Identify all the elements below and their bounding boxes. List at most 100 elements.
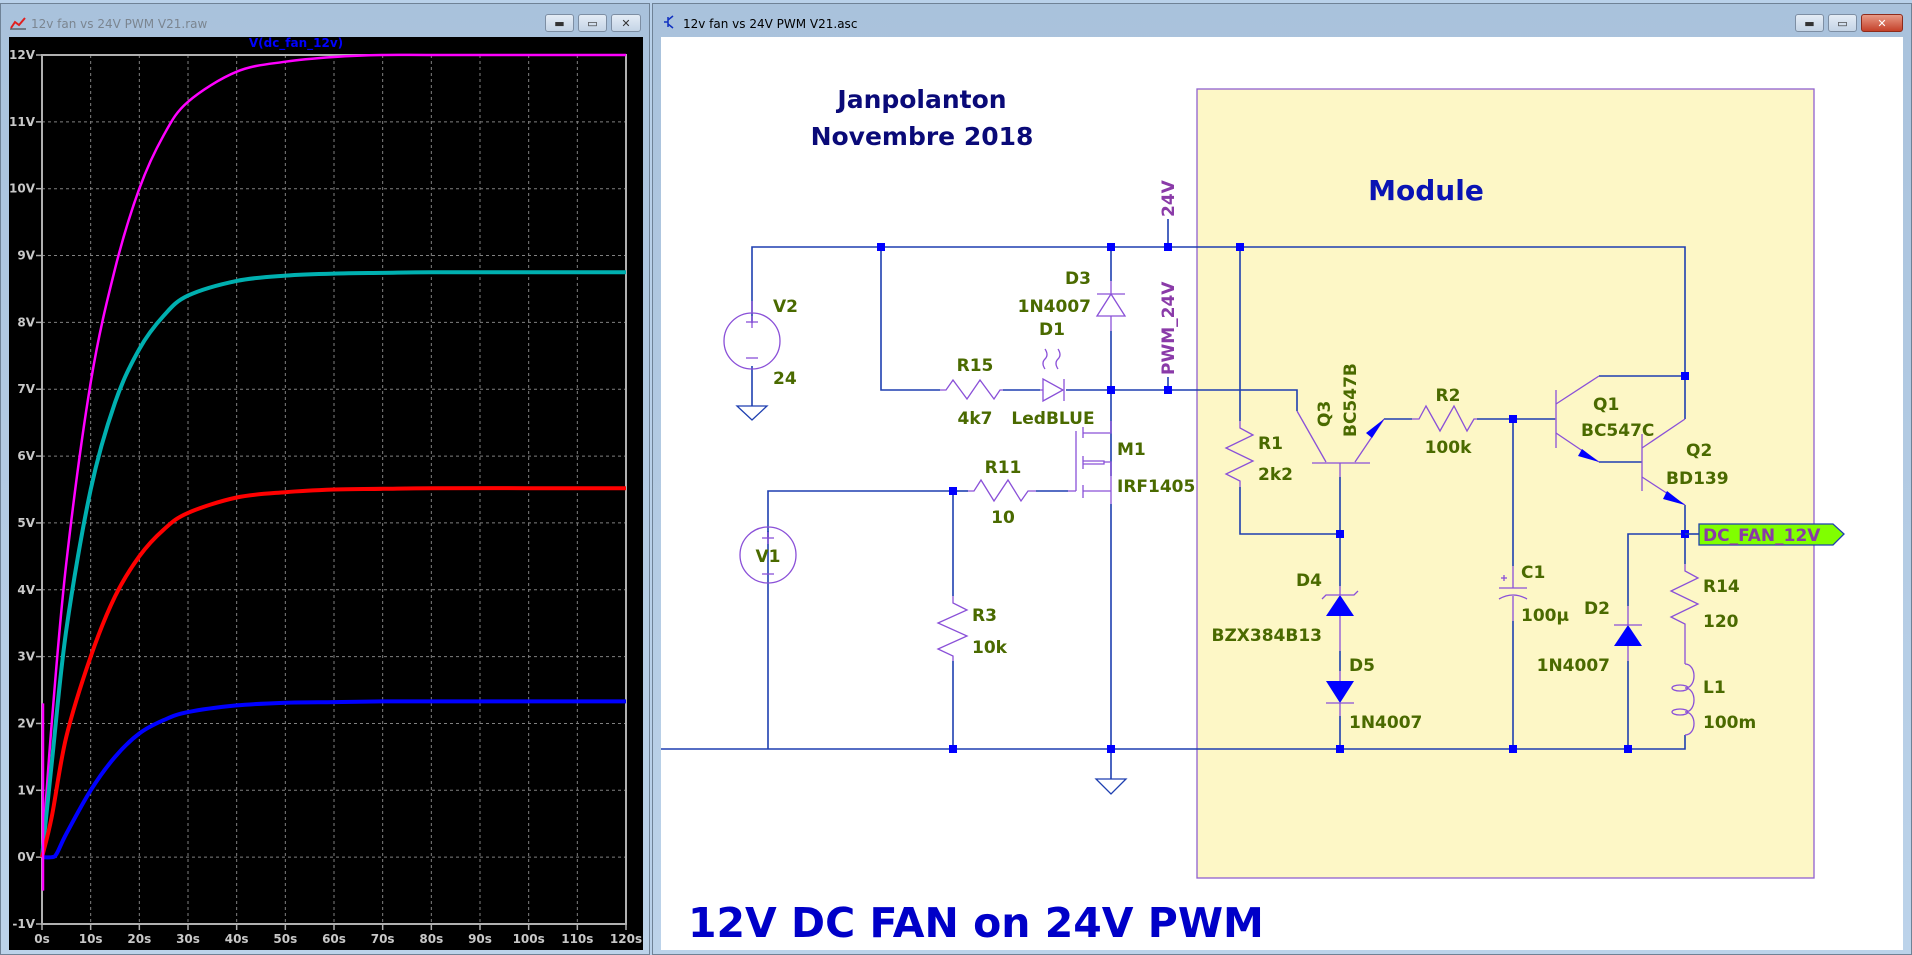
r15-value: 4k7 (958, 409, 993, 429)
x-tick-label: 110s (561, 932, 593, 946)
r1-ref: R1 (1258, 434, 1283, 454)
r14-value: 120 (1703, 612, 1739, 632)
waveform-window-title: 12v fan vs 24V PWM V21.raw (31, 17, 208, 31)
schematic-window: 12v fan vs 24V PWM V21.asc ▬ ▭ ✕ Module … (652, 3, 1912, 955)
schematic-window-title: 12v fan vs 24V PWM V21.asc (683, 17, 858, 31)
d4-ref: D4 (1296, 571, 1322, 591)
minimize-icon: ▬ (554, 16, 565, 30)
maximize-icon: ▭ (587, 16, 598, 30)
module-box[interactable] (1196, 88, 1815, 879)
author-label: Janpolanton (835, 85, 1006, 114)
schematic-drawing[interactable]: Module Janpolanton Novembre 2018 12V DC … (661, 37, 1901, 950)
close-button[interactable]: ✕ (611, 14, 641, 32)
close-icon: ✕ (1877, 16, 1887, 30)
c1-value: 100µ (1521, 606, 1569, 626)
y-tick-label: 6V (17, 449, 35, 463)
diode-d3[interactable] (1095, 281, 1127, 331)
x-tick-label: 70s (371, 932, 395, 946)
close-icon: ✕ (621, 16, 631, 30)
m1-value: IRF1405 (1117, 477, 1195, 497)
mosfet-m1[interactable] (1068, 421, 1112, 504)
voltage-source-v1[interactable] (739, 526, 797, 584)
y-tick-label: -1V (12, 917, 35, 931)
net-label-pwm-24v[interactable]: PWM_24V (1159, 281, 1179, 375)
x-tick-label: 100s (513, 932, 545, 946)
series-line-run3[interactable] (40, 486, 626, 858)
x-tick-label: 40s (225, 932, 249, 946)
resistor-r3[interactable] (936, 596, 969, 661)
minimize-icon: ▬ (1804, 16, 1815, 30)
y-tick-label: 7V (17, 382, 35, 396)
footer-title: 12V DC FAN on 24V PWM (688, 899, 1264, 947)
resistor-r14[interactable] (1669, 564, 1700, 664)
series-line-run1[interactable] (40, 53, 626, 858)
r3-ref: R3 (972, 606, 997, 626)
y-tick-label: 3V (17, 650, 35, 664)
waveform-titlebar[interactable]: 12v fan vs 24V PWM V21.raw ▬ ▭ ✕ (1, 4, 649, 36)
transistor-q2[interactable] (1641, 418, 1686, 506)
maximize-button[interactable]: ▭ (578, 14, 607, 32)
r14-ref: R14 (1703, 577, 1740, 597)
capacitor-c1[interactable] (1498, 566, 1528, 621)
y-tick-label: 8V (17, 315, 35, 329)
net-label-24v[interactable]: 24V (1159, 179, 1179, 217)
transistor-icon (661, 14, 677, 30)
minimize-button[interactable]: ▬ (1795, 14, 1824, 32)
date-label: Novembre 2018 (811, 122, 1034, 151)
x-tick-label: 50s (273, 932, 297, 946)
series-line-run4[interactable] (41, 699, 626, 860)
y-tick-label: 0V (17, 850, 35, 864)
r1-value: 2k2 (1258, 465, 1293, 485)
led-d1[interactable] (1040, 348, 1065, 403)
y-tick-label: 10V (9, 182, 36, 196)
junction-dots (877, 243, 1689, 753)
inductor-l1[interactable] (1671, 663, 1695, 736)
q2-ref: Q2 (1686, 441, 1712, 461)
net-label-dc-fan-12v: DC_FAN_12V (1703, 526, 1821, 546)
r15-ref: R15 (957, 356, 994, 376)
d3-value: 1N4007 (1018, 297, 1091, 317)
q1-value: BC547C (1581, 421, 1654, 441)
x-tick-label: 30s (176, 932, 200, 946)
resistor-r15[interactable] (940, 378, 1003, 401)
d1-value: LedBLUE (1011, 409, 1094, 429)
schematic-titlebar[interactable]: 12v fan vs 24V PWM V21.asc ▬ ▭ ✕ (653, 4, 1911, 36)
wires (661, 219, 1686, 779)
x-tick-label: 80s (419, 932, 443, 946)
diode-d5[interactable] (1326, 671, 1354, 716)
close-button[interactable]: ✕ (1861, 14, 1903, 32)
zener-diode-d4[interactable] (1321, 586, 1359, 651)
d2-ref: D2 (1584, 599, 1610, 619)
series-line-run2[interactable] (40, 270, 626, 858)
diode-d2[interactable] (1614, 606, 1642, 661)
module-title: Module (1368, 174, 1484, 207)
trace-name-label[interactable]: V(dc_fan_12v) (249, 37, 343, 51)
r2-ref: R2 (1436, 386, 1461, 406)
resistor-r2[interactable] (1412, 404, 1477, 433)
resistor-r11[interactable] (968, 478, 1036, 503)
transistor-q1[interactable] (1555, 375, 1600, 463)
waveform-icon (10, 15, 26, 30)
d5-value: 1N4007 (1349, 713, 1422, 733)
minimize-button[interactable]: ▬ (545, 14, 574, 32)
resistor-r1[interactable] (1224, 421, 1255, 487)
q1-ref: Q1 (1593, 395, 1619, 415)
ground-icon (1094, 778, 1128, 795)
q2-value: BD139 (1666, 469, 1729, 489)
r11-value: 10 (991, 508, 1015, 528)
voltage-source-v2[interactable] (723, 301, 781, 370)
maximize-button[interactable]: ▭ (1828, 14, 1857, 32)
x-tick-label: 90s (468, 932, 492, 946)
transistor-q3[interactable] (1296, 410, 1385, 477)
net-flag-dc-fan-12v[interactable] (1685, 523, 1845, 546)
schematic-canvas[interactable]: Module Janpolanton Novembre 2018 12V DC … (661, 37, 1903, 950)
y-tick-label: 9V (17, 249, 35, 263)
r2-value: 100k (1425, 438, 1472, 458)
d1-ref: D1 (1039, 320, 1065, 340)
x-tick-label: 120s (610, 932, 642, 946)
v1-ref: V1 (756, 547, 781, 567)
r3-value: 10k (972, 638, 1008, 658)
